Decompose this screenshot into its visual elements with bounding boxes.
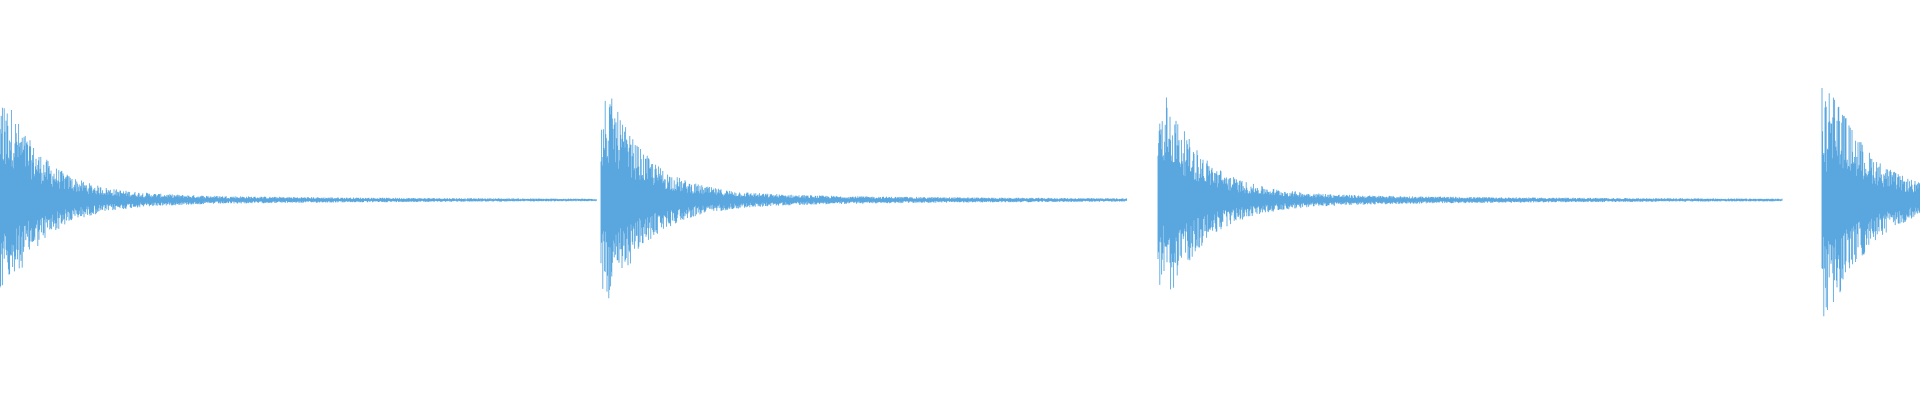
waveform-hit-1 [0, 107, 597, 288]
waveform-hit-3 [1157, 97, 1783, 290]
waveform-hit-4 [1821, 88, 1920, 317]
waveform-hit-1-trace [0, 107, 597, 288]
waveform-hit-3-trace [1157, 97, 1783, 290]
waveform-hit-4-trace [1821, 88, 1920, 317]
waveform-hit-2-trace [600, 98, 1128, 299]
waveform-hit-2 [600, 98, 1128, 299]
